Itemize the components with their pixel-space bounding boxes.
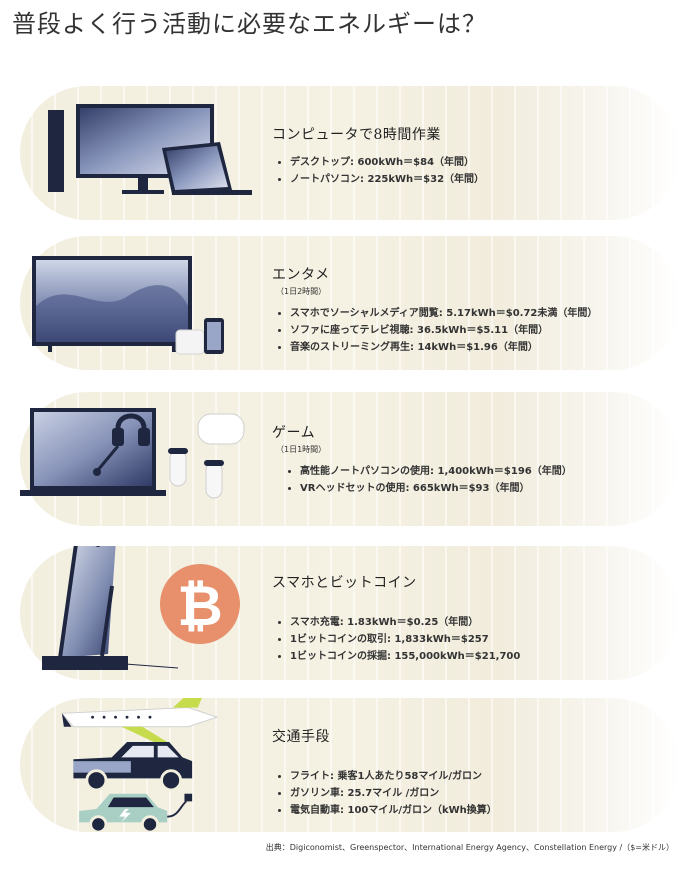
section-title: エンタメ bbox=[272, 267, 330, 283]
list-item: フライト: 乗客1人あたり58マイル/ガロン bbox=[290, 768, 497, 785]
section-subtitle: （1日1時間） bbox=[276, 445, 327, 454]
vr-controller-icon bbox=[169, 449, 187, 487]
list-item: 1ビットコインの取引: 1,833kWh＝$257 bbox=[290, 631, 520, 648]
section-title: 交通手段 bbox=[272, 729, 330, 745]
section-gaming: ゲーム （1日1時間） 高性能ノートパソコンの使用: 1,400kWh＝$196… bbox=[20, 392, 680, 526]
vr-headset-icon bbox=[197, 413, 245, 445]
section-title: スマホとビットコイン bbox=[272, 575, 417, 591]
list-item: ガソリン車: 25.7マイル /ガロン bbox=[290, 785, 497, 802]
headset-icon bbox=[115, 413, 147, 429]
vr-controller-icon bbox=[205, 461, 223, 499]
plane-car-ev-illustration bbox=[60, 698, 219, 832]
bitcoin-icon bbox=[160, 564, 240, 644]
phone-charger-bitcoin-illustration: ₿ bbox=[42, 546, 240, 670]
section-computer-work: コンピュータで8時間作業 デスクトップ: 600kWh＝$84（年間） ノートパ… bbox=[20, 86, 680, 220]
section-title: コンピュータで8時間作業 bbox=[272, 127, 441, 143]
list-item: 1ビットコインの採掘: 155,000kWh＝$21,700 bbox=[290, 648, 520, 665]
smartphone-icon bbox=[60, 546, 116, 658]
laptop-vr-illustration bbox=[20, 408, 245, 499]
charger-base-icon bbox=[42, 656, 128, 670]
speaker-icon bbox=[175, 329, 205, 355]
pc-tower-icon bbox=[48, 110, 64, 192]
source-note: 出典：Digiconomist、Greenspector、Internation… bbox=[265, 843, 674, 852]
section-title: ゲーム bbox=[272, 425, 316, 441]
list-item: スマホでソーシャルメディア閲覧: 5.17kWh＝$0.72未満（年間） bbox=[290, 305, 597, 322]
phone-stand-icon bbox=[100, 585, 114, 657]
list-item: ノートパソコン: 225kWh＝$32（年間） bbox=[290, 171, 484, 188]
section-smartphone-bitcoin: ₿ スマホとビットコイン スマホ充電: 1.83kWh＝$0.25（年間） 1ビ… bbox=[20, 546, 680, 680]
section-subtitle: （1日2時間） bbox=[276, 287, 327, 296]
svg-text:₿: ₿ bbox=[177, 574, 223, 639]
list-item: スマホ充電: 1.83kWh＝$0.25（年間） bbox=[290, 614, 520, 631]
list-item: 電気自動車: 100マイル/ガロン（kWh換算） bbox=[290, 802, 497, 819]
list-item: 音楽のストリーミング再生: 14kWh＝$1.96（年間） bbox=[290, 339, 597, 356]
charging-plug-icon bbox=[167, 800, 187, 818]
section-transportation: 交通手段 フライト: 乗客1人あたり58マイル/ガロン ガソリン車: 25.7マ… bbox=[20, 698, 680, 832]
list-item: デスクトップ: 600kWh＝$84（年間） bbox=[290, 154, 484, 171]
list-item: ソファに座ってテレビ視聴: 36.5kWh＝$5.11（年間） bbox=[290, 322, 597, 339]
section-entertainment: エンタメ （1日2時間） スマホでソーシャルメディア閲覧: 5.17kWh＝$0… bbox=[20, 236, 680, 370]
page-title: 普段よく行う活動に必要なエネルギーは？ bbox=[12, 10, 487, 38]
tv-phone-speaker-illustration bbox=[32, 256, 224, 355]
list-item: VRヘッドセットの使用: 665kWh＝$93（年間） bbox=[300, 480, 572, 497]
desktop-laptop-illustration bbox=[48, 104, 252, 195]
list-item: 高性能ノートパソコンの使用: 1,400kWh＝$196（年間） bbox=[300, 463, 572, 480]
